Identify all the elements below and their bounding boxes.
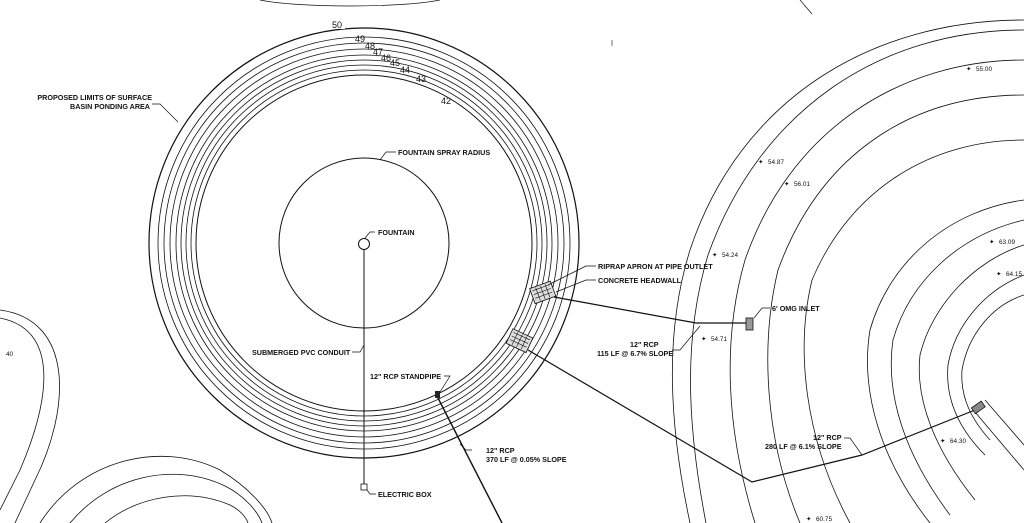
edge-contour-label: 40 <box>6 351 14 358</box>
svg-text:✦: ✦ <box>989 239 994 246</box>
contour-label-45: 45 <box>390 58 400 68</box>
rcp-280-pipe <box>527 349 976 483</box>
contour-labels: 50 49 48 47 46 45 44 43 42 <box>331 19 451 106</box>
svg-text:54.87: 54.87 <box>768 159 784 166</box>
right-topography <box>671 19 1024 523</box>
omg-inlet-label: 6' OMG INLET <box>772 304 820 313</box>
contour-label-48: 48 <box>365 41 375 51</box>
svg-text:✦: ✦ <box>806 516 811 523</box>
standpipe-symbol <box>435 391 440 398</box>
spot-elevations: ✦ 55.00 ✦ 54.87 ✦ 56.01 ✦ 54.24 ✦ 54.71 ✦ 63.0… <box>701 66 1022 523</box>
riprap-apron-label: RIPRAP APRON AT PIPE OUTLET <box>598 262 713 271</box>
pipes <box>360 250 986 523</box>
svg-text:60.75: 60.75 <box>816 516 832 523</box>
spot-elevation: ✦ 55.00 <box>966 66 992 73</box>
rcp-370-label: 370 LF @ 0.05% SLOPE <box>486 455 567 464</box>
inlet-symbol-right <box>970 400 986 415</box>
contour-label-50: 50 <box>332 20 342 30</box>
svg-text:55.00: 55.00 <box>976 66 992 73</box>
fountain-spray-radius-label: FOUNTAIN SPRAY RADIUS <box>398 148 490 157</box>
svg-text:63.09: 63.09 <box>999 239 1015 246</box>
svg-text:✦: ✦ <box>784 181 789 188</box>
svg-text:✦: ✦ <box>712 252 717 259</box>
omg-inlet-symbol <box>745 317 754 331</box>
rcp-12-label-a: 12" RCP <box>630 340 659 349</box>
callouts: PROPOSED LIMITS OF SURFACE BASIN PONDING… <box>37 93 841 499</box>
basin-limits-label-2: BASIN PONDING AREA <box>70 102 150 111</box>
svg-text:54.24: 54.24 <box>722 252 738 259</box>
svg-text:✦: ✦ <box>758 159 763 166</box>
rcp-115-pipe <box>553 296 748 324</box>
svg-text:✦: ✦ <box>996 271 1001 278</box>
contour-label-49: 49 <box>355 34 365 44</box>
contour-label-46: 46 <box>381 53 391 63</box>
basin-limits-label: PROPOSED LIMITS OF SURFACE <box>37 93 152 102</box>
rcp-370-pipe <box>437 397 503 523</box>
fountain-symbol <box>358 238 370 250</box>
leader-lines <box>152 103 863 495</box>
concrete-headwall-label: CONCRETE HEADWALL <box>598 276 682 285</box>
spot-elevation: ✦ 64.30 <box>940 438 966 445</box>
svg-text:64.30: 64.30 <box>950 438 966 445</box>
contour-label-43: 43 <box>416 74 426 84</box>
fountain-label: FOUNTAIN <box>378 228 415 237</box>
svg-text:54.71: 54.71 <box>711 336 727 343</box>
electric-box-symbol <box>360 483 368 491</box>
svg-text:✦: ✦ <box>966 66 971 73</box>
contour-label-47: 47 <box>373 47 383 57</box>
standpipe-label: 12" RCP STANDPIPE <box>370 372 441 381</box>
spot-elevation: ✦ 60.75 <box>806 516 832 523</box>
electric-box-label: ELECTRIC BOX <box>378 490 432 499</box>
spot-elevation: ✦ 54.87 <box>758 159 784 166</box>
rcp-115-label: 115 LF @ 6.7% SLOPE <box>597 349 673 358</box>
rcp-12-label-b: 12" RCP <box>486 446 515 455</box>
contour-label-42: 42 <box>441 96 451 106</box>
riprap-apron-lower <box>505 328 534 354</box>
spot-elevation: ✦ 63.09 <box>989 239 1015 246</box>
svg-text:✦: ✦ <box>701 336 706 343</box>
svg-text:✦: ✦ <box>940 438 945 445</box>
spot-elevation: ✦ 54.71 <box>701 336 727 343</box>
top-edge <box>259 0 813 46</box>
riprap-structures <box>505 280 557 354</box>
rcp-280-label: 280 LF @ 6.1% SLOPE <box>765 442 842 451</box>
rcp-12-label-c: 12" RCP <box>813 433 842 442</box>
contour-label-44: 44 <box>400 65 410 75</box>
submerged-pvc-label: SUBMERGED PVC CONDUIT <box>252 348 351 357</box>
spot-elevation: ✦ 56.01 <box>784 181 810 188</box>
left-topography: 40 <box>0 309 273 523</box>
spot-elevation: ✦ 64.15 <box>996 271 1022 278</box>
riprap-apron-upper <box>529 280 557 305</box>
spot-elevation: ✦ 54.24 <box>712 252 738 259</box>
svg-text:64.15: 64.15 <box>1006 271 1022 278</box>
svg-text:56.01: 56.01 <box>794 181 810 188</box>
